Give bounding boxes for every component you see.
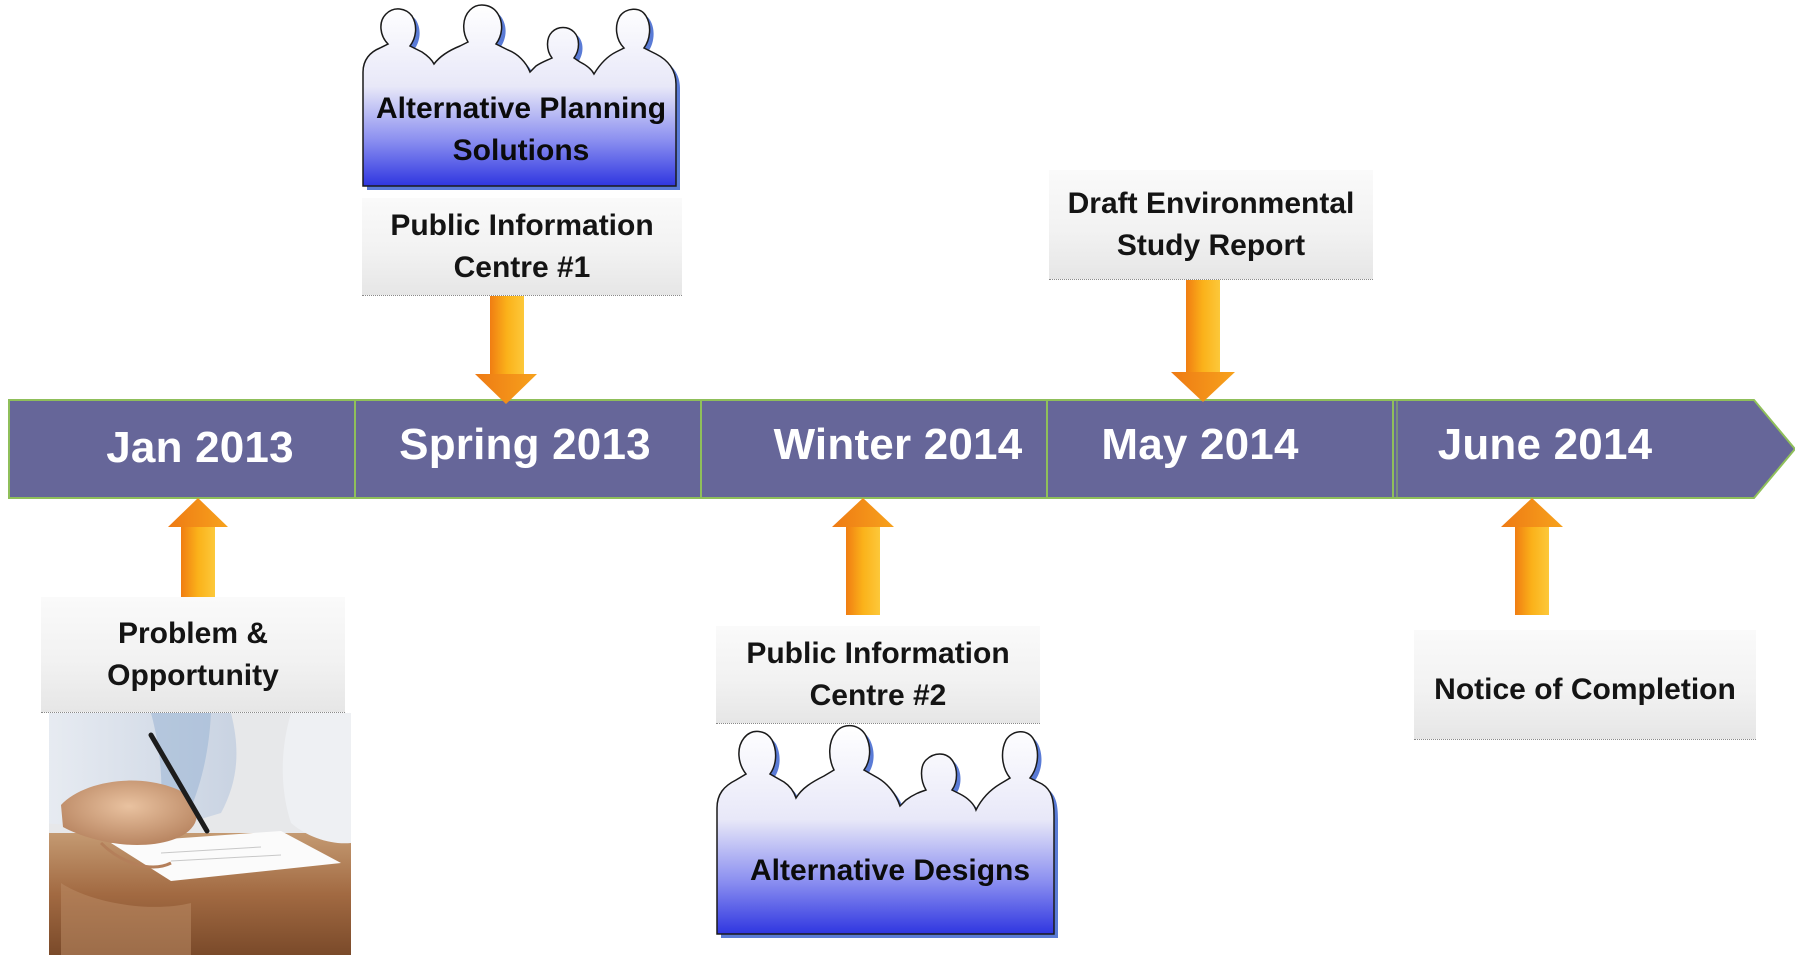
problem-line2: Opportunity (107, 658, 279, 692)
draft-esr-box: Draft Environmental Study Report (1049, 170, 1373, 280)
segment-jan-2013: Jan 2013 (106, 423, 294, 472)
alt-planning-solutions-label: Alternative Planning Solutions (362, 88, 680, 172)
segment-spring-2013: Spring 2013 (399, 420, 651, 469)
block-arrow-icon (832, 498, 894, 615)
problem-opportunity-box: Problem & Opportunity (41, 597, 345, 713)
alt-planning-line2: Solutions (452, 134, 590, 167)
pic2-box: Public Information Centre #2 (716, 626, 1040, 724)
alt-planning-line1: Alternative Planning (375, 92, 667, 125)
alt-designs-label: Alternative Designs (749, 854, 1031, 887)
pic2-line1: Public Information (746, 636, 1010, 670)
block-arrow-icon (168, 498, 228, 597)
block-arrow-icon (1171, 280, 1235, 402)
pic2-line2: Centre #2 (809, 678, 947, 712)
segment-may-2014: May 2014 (1101, 420, 1299, 469)
people-group-icon (362, 4, 680, 190)
notice-of-completion-label: Notice of Completion (1434, 672, 1736, 706)
pic1-line2: Centre #1 (453, 250, 591, 284)
notice-of-completion-box: Notice of Completion (1414, 630, 1756, 740)
draft-esr-line1: Draft Environmental (1067, 186, 1355, 220)
segment-winter-2014: Winter 2014 (773, 420, 1023, 469)
signing-document-photo (41, 713, 351, 955)
people-group-icon (716, 724, 1058, 938)
block-arrow-icon (1501, 498, 1563, 615)
problem-line1: Problem & (117, 616, 268, 650)
timeline-body (8, 399, 1795, 499)
pic1-line1: Public Information (390, 208, 654, 242)
pic1-box: Public Information Centre #1 (362, 198, 682, 296)
block-arrow-icon (475, 296, 537, 404)
draft-esr-line2: Study Report (1116, 228, 1306, 262)
segment-june-2014: June 2014 (1437, 420, 1653, 469)
